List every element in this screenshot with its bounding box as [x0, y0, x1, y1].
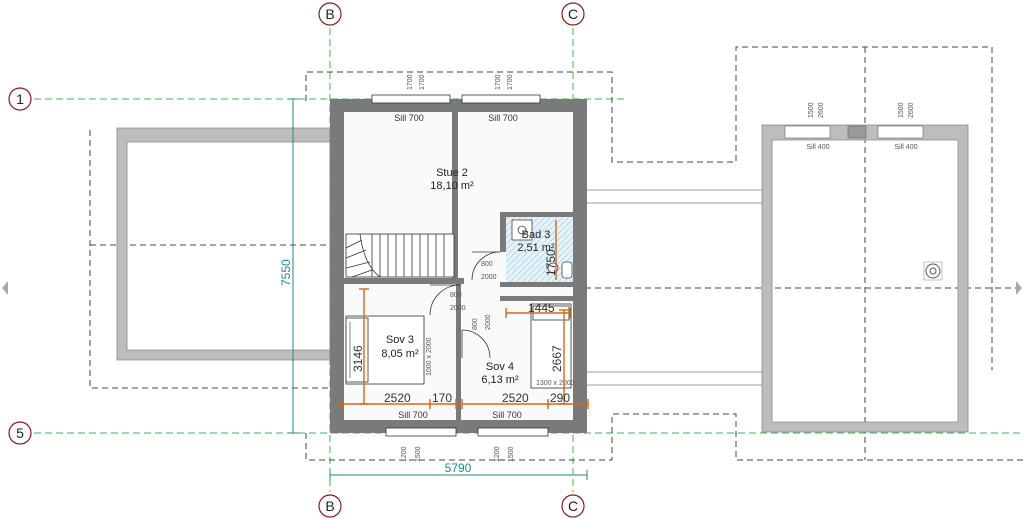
stairs: [345, 233, 455, 278]
door-dim-bath-h: 2000: [481, 274, 497, 281]
dim-sov3-height: 3146: [351, 345, 365, 372]
door-dim-bath-w: 800: [481, 261, 493, 268]
drain-icon: [925, 263, 941, 279]
prev-arrow-icon[interactable]: [0, 279, 10, 297]
doors: [429, 251, 501, 359]
sill-label-wing-left: Sill 400: [807, 144, 830, 151]
window-dim-wing-1: 1500: [808, 102, 815, 118]
dim-bottom-left-extra: 170: [432, 391, 452, 405]
grid-bubble-b-top: [318, 2, 342, 26]
room-name-bad: Bad 3: [522, 229, 551, 241]
window-dim-wing-4: 2600: [908, 102, 915, 118]
room-area-bad: 2,51 m²: [517, 242, 555, 254]
bed-label-sov4: 1300 x 2000: [536, 380, 575, 387]
next-arrow-icon[interactable]: [1014, 279, 1024, 297]
grid-bubble-5: [8, 421, 32, 445]
dim-bath-height: 1750: [544, 249, 558, 276]
window-dim-wing-2: 2600: [818, 102, 825, 118]
window-dim-bottom-1: 1200: [401, 446, 408, 462]
dim-bottom-right-extra: 290: [550, 391, 570, 405]
door-dim-hall-w: 800: [450, 292, 462, 299]
dim-bath-width: 1445: [528, 301, 555, 315]
overall-dimension-lines: [288, 98, 588, 480]
grid-label-c-bottom: C: [568, 498, 578, 514]
room-area-sov4: 6,13 m²: [481, 374, 519, 386]
window-dim-top-4: 1700: [507, 74, 514, 90]
window-dim-top-1: 1700: [407, 74, 414, 90]
door-dim-hall-h: 2000: [450, 305, 466, 312]
dim-bottom-left-width: 2520: [384, 391, 411, 405]
grid-bubble-b-bottom: [318, 494, 342, 518]
grid-bubbles: B C B C 1 5: [8, 2, 585, 518]
sill-label-bottom-right: Sill 700: [492, 410, 522, 420]
sill-label-top-right: Sill 700: [488, 113, 518, 123]
room-area-sov3: 8,05 m²: [381, 348, 419, 360]
sill-label-top-left: Sill 700: [394, 113, 424, 123]
dim-bottom-right-width: 2520: [502, 391, 529, 405]
windows: [371, 94, 549, 437]
room-name-stue: Stue 2: [436, 167, 468, 179]
grid-label-b-top: B: [325, 6, 334, 22]
dim-sov4-height: 2667: [550, 345, 564, 372]
sill-label-bottom-left: Sill 700: [398, 410, 428, 420]
room-name-sov4: Sov 4: [486, 361, 514, 373]
window-dim-bottom-2: 1500: [415, 446, 422, 462]
bath-floor: [506, 217, 573, 282]
grid-bubble-c-top: [561, 2, 585, 26]
grid-bubble-c-bottom: [561, 494, 585, 518]
room-name-sov3: Sov 3: [386, 334, 414, 346]
door-dim-sov4-h: 2000: [485, 314, 492, 330]
window-dim-bottom-3: 1200: [494, 446, 501, 462]
grid-label-1: 1: [16, 91, 24, 107]
below-outline: [89, 46, 1024, 461]
grid-label-b-bottom: B: [325, 498, 334, 514]
sill-label-wing-right: Sill 400: [895, 144, 918, 151]
dim-overall-height: 7550: [279, 259, 293, 286]
dim-overall-width: 5790: [445, 461, 472, 475]
grid-bubble-1: [8, 87, 32, 111]
bed-sov3: [345, 315, 425, 385]
grid-label-5: 5: [16, 425, 24, 441]
right-wing: [584, 124, 969, 433]
room-dimension-lines: [339, 220, 589, 409]
window-dim-top-3: 1700: [495, 74, 502, 90]
grid-label-c-top: C: [568, 6, 578, 22]
door-dim-sov4-w: 800: [472, 318, 479, 330]
bed-label-sov3: 1000 x 2000: [426, 337, 433, 376]
window-dim-bottom-4: 1500: [508, 446, 515, 462]
window-dim-top-2: 1700: [419, 74, 426, 90]
window-dim-wing-3: 1500: [898, 102, 905, 118]
shower-drain-icon: [517, 225, 527, 235]
left-terrace: [116, 127, 331, 361]
toilet-icon: [561, 261, 573, 279]
room-area-stue: 18,10 m²: [430, 180, 474, 192]
